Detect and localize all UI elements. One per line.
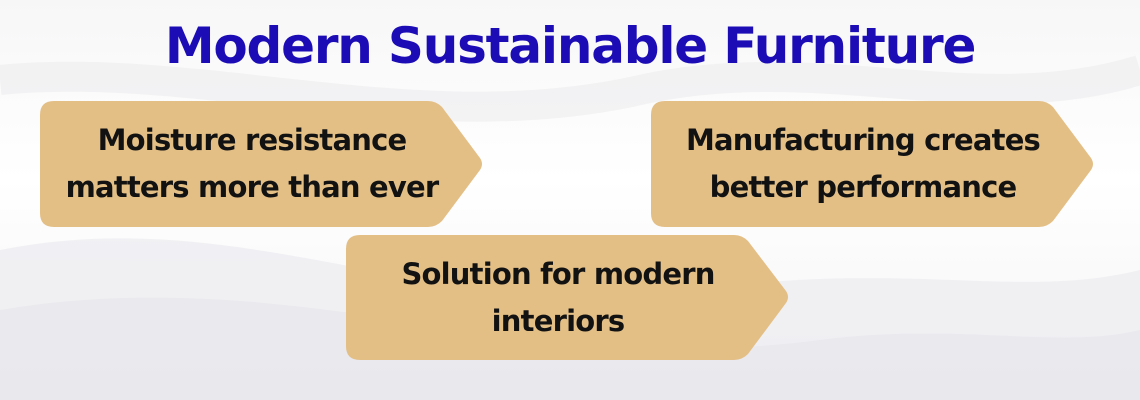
arrow-box-text: Moisture resistance matters more than ev… [50,109,454,219]
arrow-box-text: Manufacturing creates better performance [661,109,1065,219]
arrow-shape [346,235,788,360]
slide-title: Modern Sustainable Furniture [164,17,977,75]
arrow-shape [651,101,1093,227]
arrow-box-line: matters more than ever [65,170,440,204]
arrow-box-line: Solution for modern [401,256,715,291]
arrow-box-line: better performance [709,170,1017,204]
arrow-box-line: Moisture resistance [97,123,408,157]
arrow-box-line: Manufacturing creates [685,123,1041,157]
arrow-box-moisture: Moisture resistance matters more than ev… [40,101,484,227]
arrow-box-text: Solution for modern interiors [356,243,760,352]
arrow-box-manufacturing: Manufacturing creates better performance [651,101,1095,227]
arrow-box-solution: Solution for modern interiors [346,235,790,360]
arrow-box-line: interiors [491,303,625,338]
arrow-shape [40,101,482,227]
